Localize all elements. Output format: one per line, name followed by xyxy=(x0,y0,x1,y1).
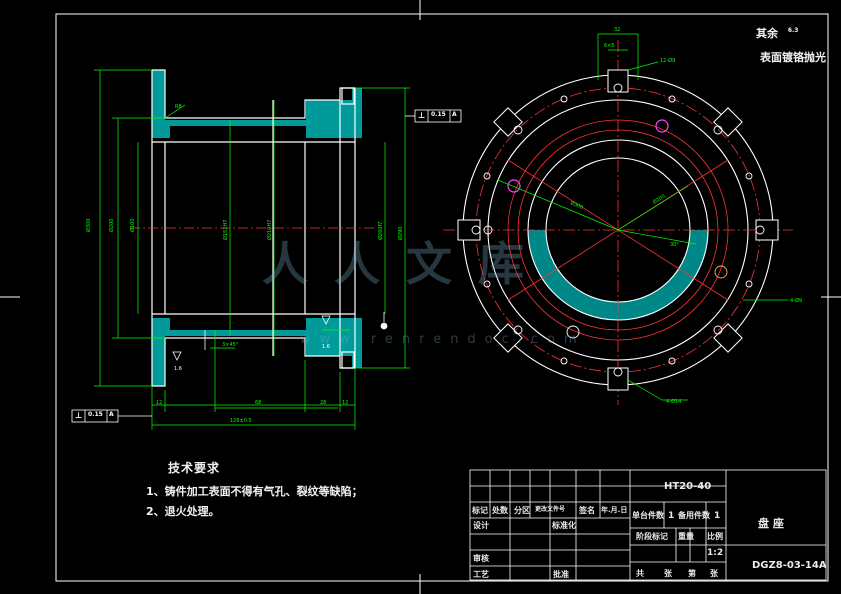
front-hatch xyxy=(528,230,708,320)
svg-text:R8: R8 xyxy=(175,104,182,110)
tolerance-datum-top: A xyxy=(452,111,457,118)
svg-text:68: 68 xyxy=(255,400,261,406)
title-block-review: 审核 xyxy=(473,554,489,563)
svg-text:12-Ø9: 12-Ø9 xyxy=(660,57,675,64)
svg-text:Ø300: Ø300 xyxy=(569,199,584,211)
svg-text:Ø260f7: Ø260f7 xyxy=(377,222,384,240)
tolerance-value-bottom: 0.15 xyxy=(88,411,103,418)
title-block-unit-qty: 单台件数 xyxy=(632,511,664,520)
flange-slots xyxy=(457,69,779,391)
svg-text:1.6: 1.6 xyxy=(174,366,182,372)
title-block-scale-label: 比例 xyxy=(707,532,723,541)
svg-text:Ø290: Ø290 xyxy=(397,227,404,240)
title-block-page: 第 xyxy=(688,569,696,578)
svg-text:4-Ø9: 4-Ø9 xyxy=(790,297,802,304)
svg-text:12: 12 xyxy=(156,400,162,406)
title-block-header-count: 处数 xyxy=(492,506,508,515)
title-block xyxy=(469,469,827,581)
svg-text:6×5: 6×5 xyxy=(604,43,615,49)
svg-text:32: 32 xyxy=(614,27,620,33)
title-block-header-mark: 标记 xyxy=(472,506,488,515)
tolerance-value-top: 0.15 xyxy=(431,111,446,118)
tolerance-frame-bottom xyxy=(71,409,152,423)
front-view: Ø300 Ø200 30° 32 6×5 12-Ø9 4-Ø9 4-Ø14 xyxy=(443,27,802,405)
tolerance-symbol-top: ⊥ xyxy=(418,111,426,120)
title-block-stage-mark: 阶段标记 xyxy=(636,532,668,541)
svg-text:28: 28 xyxy=(320,400,326,406)
section-hatch-top xyxy=(152,70,362,138)
roughness-label: 其余 6.3 xyxy=(756,28,798,39)
title-block-weight: 重量 xyxy=(678,532,694,541)
tolerance-frame-top xyxy=(405,109,462,123)
svg-text:30°: 30° xyxy=(670,242,679,248)
title-block-header-sign: 签名 xyxy=(579,506,595,515)
watermark-url: www.renrendoc.com xyxy=(300,332,586,347)
technical-requirements-title: 技术要求 xyxy=(168,461,221,475)
watermark-text: 人人文库 xyxy=(262,237,550,291)
svg-text:3×45°: 3×45° xyxy=(222,342,239,348)
title-block-total: 共 xyxy=(636,569,644,578)
svg-text:Ø210H7: Ø210H7 xyxy=(266,220,273,240)
section-view: Ø300 Ø200 Ø100 Ø152H7 Ø210H7 Ø260f7 Ø290… xyxy=(71,69,462,430)
title-block-header-change: 更改文件号 xyxy=(535,506,566,513)
svg-text:4-Ø14: 4-Ø14 xyxy=(666,398,681,405)
title-block-approve: 批准 xyxy=(553,570,569,579)
svg-text:12: 12 xyxy=(342,400,348,406)
title-block-sheet: 张 xyxy=(664,569,672,578)
title-block-drawing-number: DGZ8-03-14A xyxy=(752,560,827,571)
title-block-header-date: 年.月.日 xyxy=(601,506,628,514)
title-block-quantity-2: 1 xyxy=(714,511,721,521)
section-hatch-bottom xyxy=(152,318,362,386)
title-block-part-name: 盘 座 xyxy=(758,517,784,530)
svg-text:Ø300: Ø300 xyxy=(85,219,92,232)
technical-requirement-2: 2、退火处理。 xyxy=(146,505,220,518)
tolerance-symbol-bottom: ⊥ xyxy=(75,411,83,420)
tolerance-datum-bottom: A xyxy=(109,411,114,418)
technical-requirement-1: 1、铸件加工表面不得有气孔、裂纹等缺陷； xyxy=(146,485,363,498)
title-block-quantity: 1 xyxy=(668,511,675,521)
svg-text:126±0.5: 126±0.5 xyxy=(230,418,252,424)
svg-text:Ø100: Ø100 xyxy=(129,219,136,232)
title-block-design: 设计 xyxy=(473,521,489,530)
roughness-note: 表面镀铬抛光 xyxy=(760,51,826,64)
svg-text:Ø152H7: Ø152H7 xyxy=(222,220,229,240)
title-block-header-zone: 分区 xyxy=(514,506,530,515)
svg-text:1.6: 1.6 xyxy=(322,344,330,350)
title-block-process: 工艺 xyxy=(473,570,489,579)
title-block-group-qty: 备用件数 xyxy=(678,511,710,520)
title-block-material: HT20-40 xyxy=(664,481,712,492)
title-block-scale: 1:2 xyxy=(707,548,724,558)
roughness-value: 6.3 xyxy=(787,27,799,35)
roughness-label-text: 其余 xyxy=(756,27,778,40)
svg-text:Ø200: Ø200 xyxy=(108,219,115,232)
bolt-holes xyxy=(471,83,765,377)
title-block-sheet-2: 张 xyxy=(710,569,718,578)
title-block-standardize: 标准化 xyxy=(552,521,576,530)
